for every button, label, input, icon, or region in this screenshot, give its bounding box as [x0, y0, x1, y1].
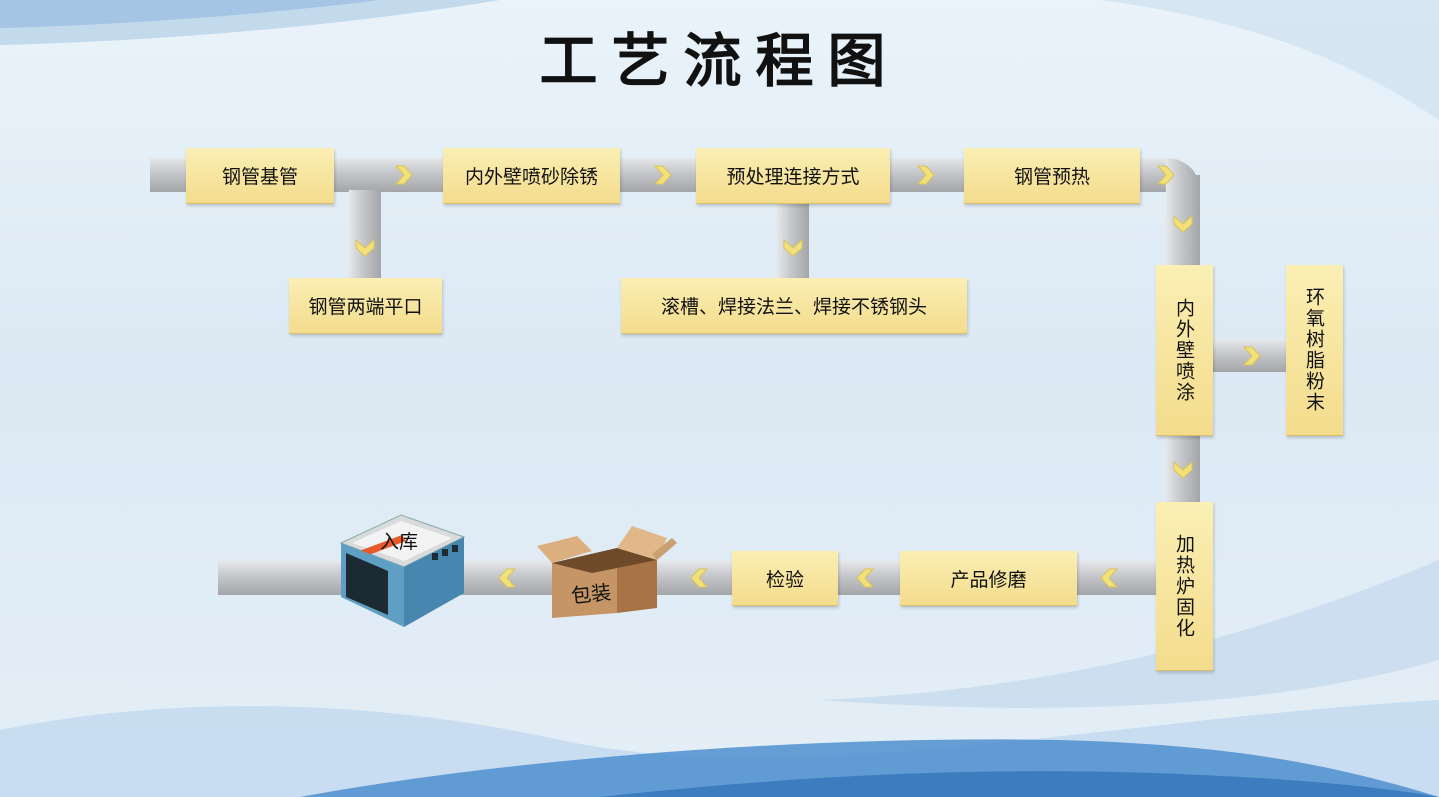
- pipe-branch-2: [777, 190, 809, 282]
- arrow-right-5: [1242, 346, 1261, 366]
- arrow-down-3: [1173, 214, 1193, 233]
- arrow-right-1: [394, 165, 413, 185]
- storage-label: 入库: [380, 531, 419, 553]
- arrow-down-1: [355, 238, 375, 257]
- step-epoxy: 环氧树脂粉末: [1286, 265, 1343, 436]
- pipe-branch-1: [349, 190, 381, 282]
- step-sandblast: 内外壁喷砂除锈: [443, 148, 620, 204]
- pipe-branch-3: [1210, 340, 1290, 372]
- warehouse-icon: [339, 514, 466, 627]
- step-flat-ends: 钢管两端平口: [289, 278, 442, 334]
- arrow-right-3: [916, 165, 935, 185]
- step-preheat: 钢管预热: [964, 148, 1140, 204]
- step-base-pipe: 钢管基管: [186, 148, 334, 204]
- package-box-icon: [537, 526, 677, 618]
- package-label: 包装: [570, 579, 613, 609]
- step-grooving: 滚槽、焊接法兰、焊接不锈钢头: [621, 278, 967, 334]
- arrow-left-2: [856, 568, 875, 588]
- step-grind: 产品修磨: [900, 551, 1077, 606]
- arrow-left-1: [1100, 568, 1119, 588]
- arrow-left-3: [690, 568, 709, 588]
- page-title: 工艺流程图: [539, 27, 900, 95]
- arrow-left-4: [498, 568, 517, 588]
- arrow-down-4: [1173, 460, 1193, 479]
- step-spray: 内外壁喷涂: [1156, 265, 1213, 436]
- step-cure: 加热炉固化: [1156, 502, 1213, 671]
- arrow-down-2: [783, 238, 803, 257]
- arrow-right-4: [1156, 165, 1175, 185]
- step-pretreat: 预处理连接方式: [696, 148, 890, 204]
- arrow-right-2: [653, 165, 672, 185]
- step-inspect: 检验: [732, 551, 838, 606]
